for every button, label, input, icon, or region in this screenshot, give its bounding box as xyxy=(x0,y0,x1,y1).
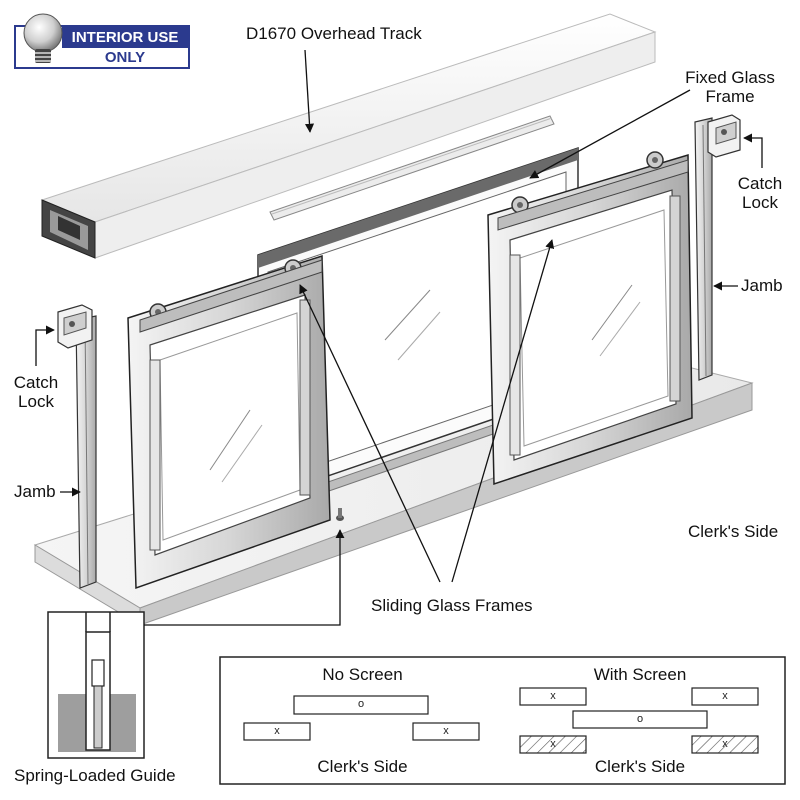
label-catch-lock-left: Catch Lock xyxy=(6,373,66,411)
guide-detail-box xyxy=(47,611,145,759)
guide-pin xyxy=(336,508,344,521)
jamb-right xyxy=(694,117,713,381)
legend-no-screen-right-mark: x xyxy=(443,725,449,737)
badge-line-1: INTERIOR USE xyxy=(62,27,188,48)
label-fixed-glass-frame-line-1: Fixed Glass xyxy=(685,68,775,87)
legend-with-screen-footer: Clerk's Side xyxy=(594,757,686,776)
jamb-left xyxy=(75,315,97,589)
label-jamb-left: Jamb xyxy=(14,482,56,501)
legend-no-screen-left-mark: x xyxy=(274,725,280,737)
track-insert-bar xyxy=(269,115,555,221)
interior-use-badge: INTERIOR USE ONLY xyxy=(14,13,190,69)
legend-with-screen-title: With Screen xyxy=(593,665,687,684)
legend-no-screen-center-mark: o xyxy=(357,698,365,710)
label-spring-loaded-guide: Spring-Loaded Guide xyxy=(14,766,176,785)
leader-lines xyxy=(35,49,763,626)
legend-box xyxy=(219,656,786,785)
legend-with-screen-top-left-mark: x xyxy=(550,690,556,702)
label-fixed-glass-frame: Fixed Glass Frame xyxy=(680,68,780,106)
legend-with-screen-center-mark: o xyxy=(636,713,644,725)
legend-no-screen-footer: Clerk's Side xyxy=(317,757,408,776)
label-catch-lock-left-line-2: Lock xyxy=(18,392,54,411)
catch-lock-left xyxy=(57,304,93,349)
label-catch-lock-left-line-1: Catch xyxy=(13,373,59,392)
label-clerks-side-main: Clerk's Side xyxy=(688,522,779,541)
catch-lock-right xyxy=(707,114,741,158)
legend-with-screen-top-right-mark: x xyxy=(722,690,728,702)
label-fixed-glass-frame-line-2: Frame xyxy=(705,87,755,106)
label-sliding-glass-frames: Sliding Glass Frames xyxy=(371,596,533,615)
label-catch-lock-right-line-1: Catch xyxy=(737,174,783,193)
label-jamb-right: Jamb xyxy=(741,276,783,295)
label-catch-lock-right: Catch Lock xyxy=(730,174,790,212)
overhead-track xyxy=(40,13,657,259)
label-overhead-track: D1670 Overhead Track xyxy=(246,24,422,43)
legend-with-screen-bottom-left-mark: x xyxy=(550,738,556,750)
legend-with-screen-bottom-right-mark: x xyxy=(722,738,728,750)
badge-line-2: ONLY xyxy=(104,49,146,66)
sliding-frame-left xyxy=(127,254,331,590)
label-catch-lock-right-line-2: Lock xyxy=(742,193,778,212)
legend-no-screen-title: No Screen xyxy=(322,665,403,684)
light-bulb-icon xyxy=(23,13,63,63)
sliding-frame-right xyxy=(487,151,693,486)
